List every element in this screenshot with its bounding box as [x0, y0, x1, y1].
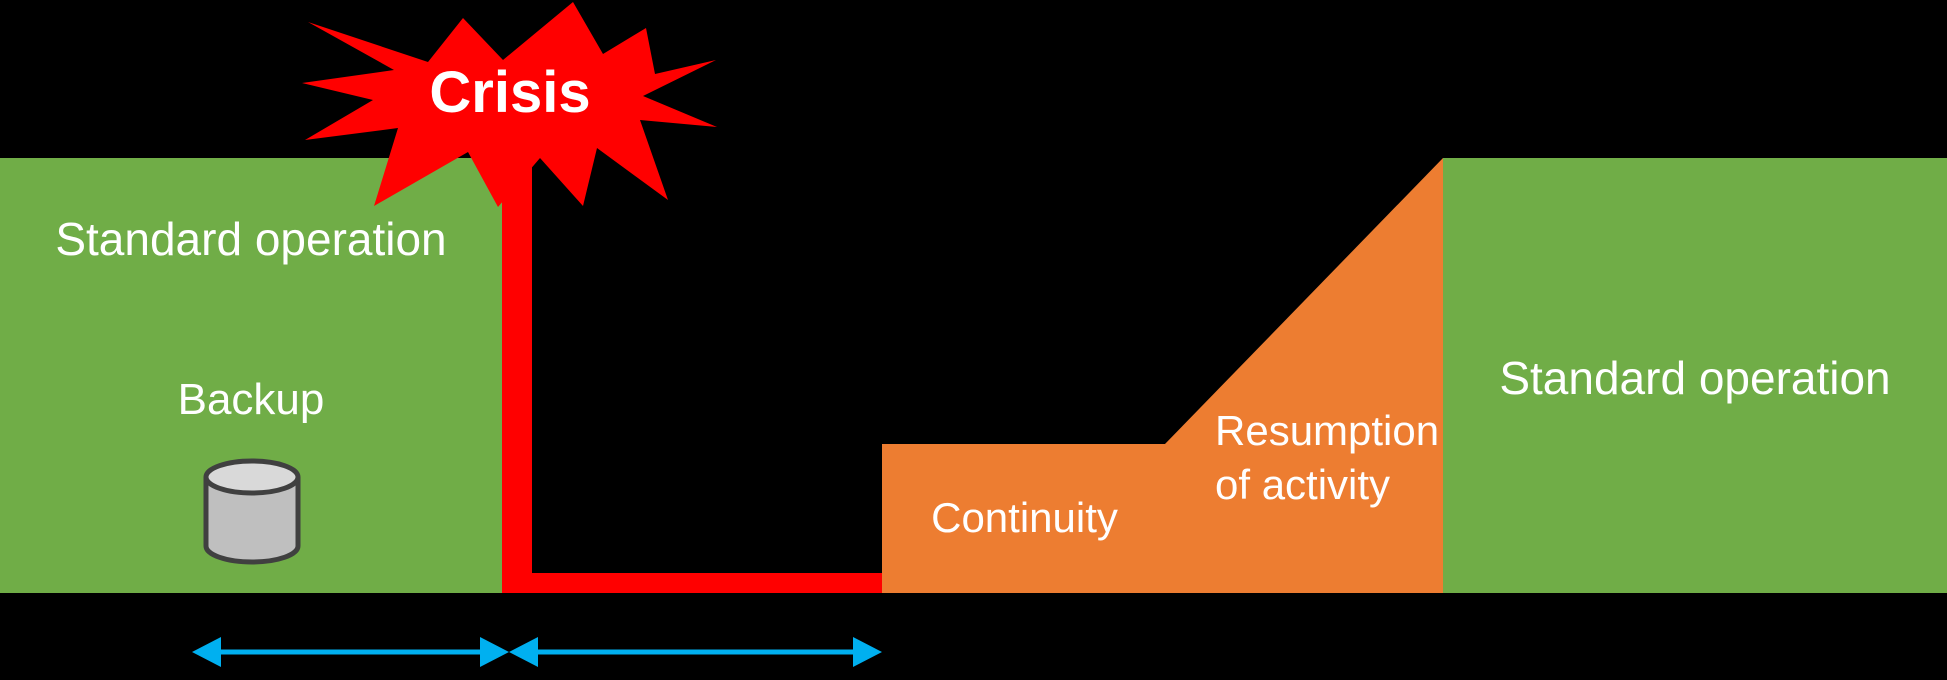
right-double-arrow-head-right	[853, 637, 882, 667]
continuity-resumption-block	[882, 158, 1443, 593]
backup-label: Backup	[177, 375, 325, 424]
left-double-arrow-head-right	[480, 637, 509, 667]
database-cylinder-top	[203, 458, 301, 496]
right-standard-operation-block	[1443, 158, 1947, 593]
database-cylinder-body	[203, 477, 301, 565]
resumption-label-line1: Resumption	[1215, 407, 1440, 454]
right-double-arrow	[509, 637, 882, 667]
downtime-baseline	[532, 573, 882, 593]
left-double-arrow	[192, 637, 509, 667]
left-standard-operation-label: Standard operation	[55, 213, 447, 265]
timeline-arrows	[192, 637, 882, 667]
right-standard-operation-label: Standard operation	[1499, 352, 1891, 404]
continuity-label: Continuity	[931, 494, 1118, 541]
right-double-arrow-head-left	[509, 637, 538, 667]
left-double-arrow-head-left	[192, 637, 221, 667]
crisis-label: Crisis	[429, 60, 591, 125]
resumption-label-line2: of activity	[1215, 461, 1391, 508]
database-cylinder-icon	[203, 458, 301, 565]
explosion-icon	[302, 2, 717, 207]
resumption-of-activity-label: Resumption of activity	[1215, 404, 1439, 512]
